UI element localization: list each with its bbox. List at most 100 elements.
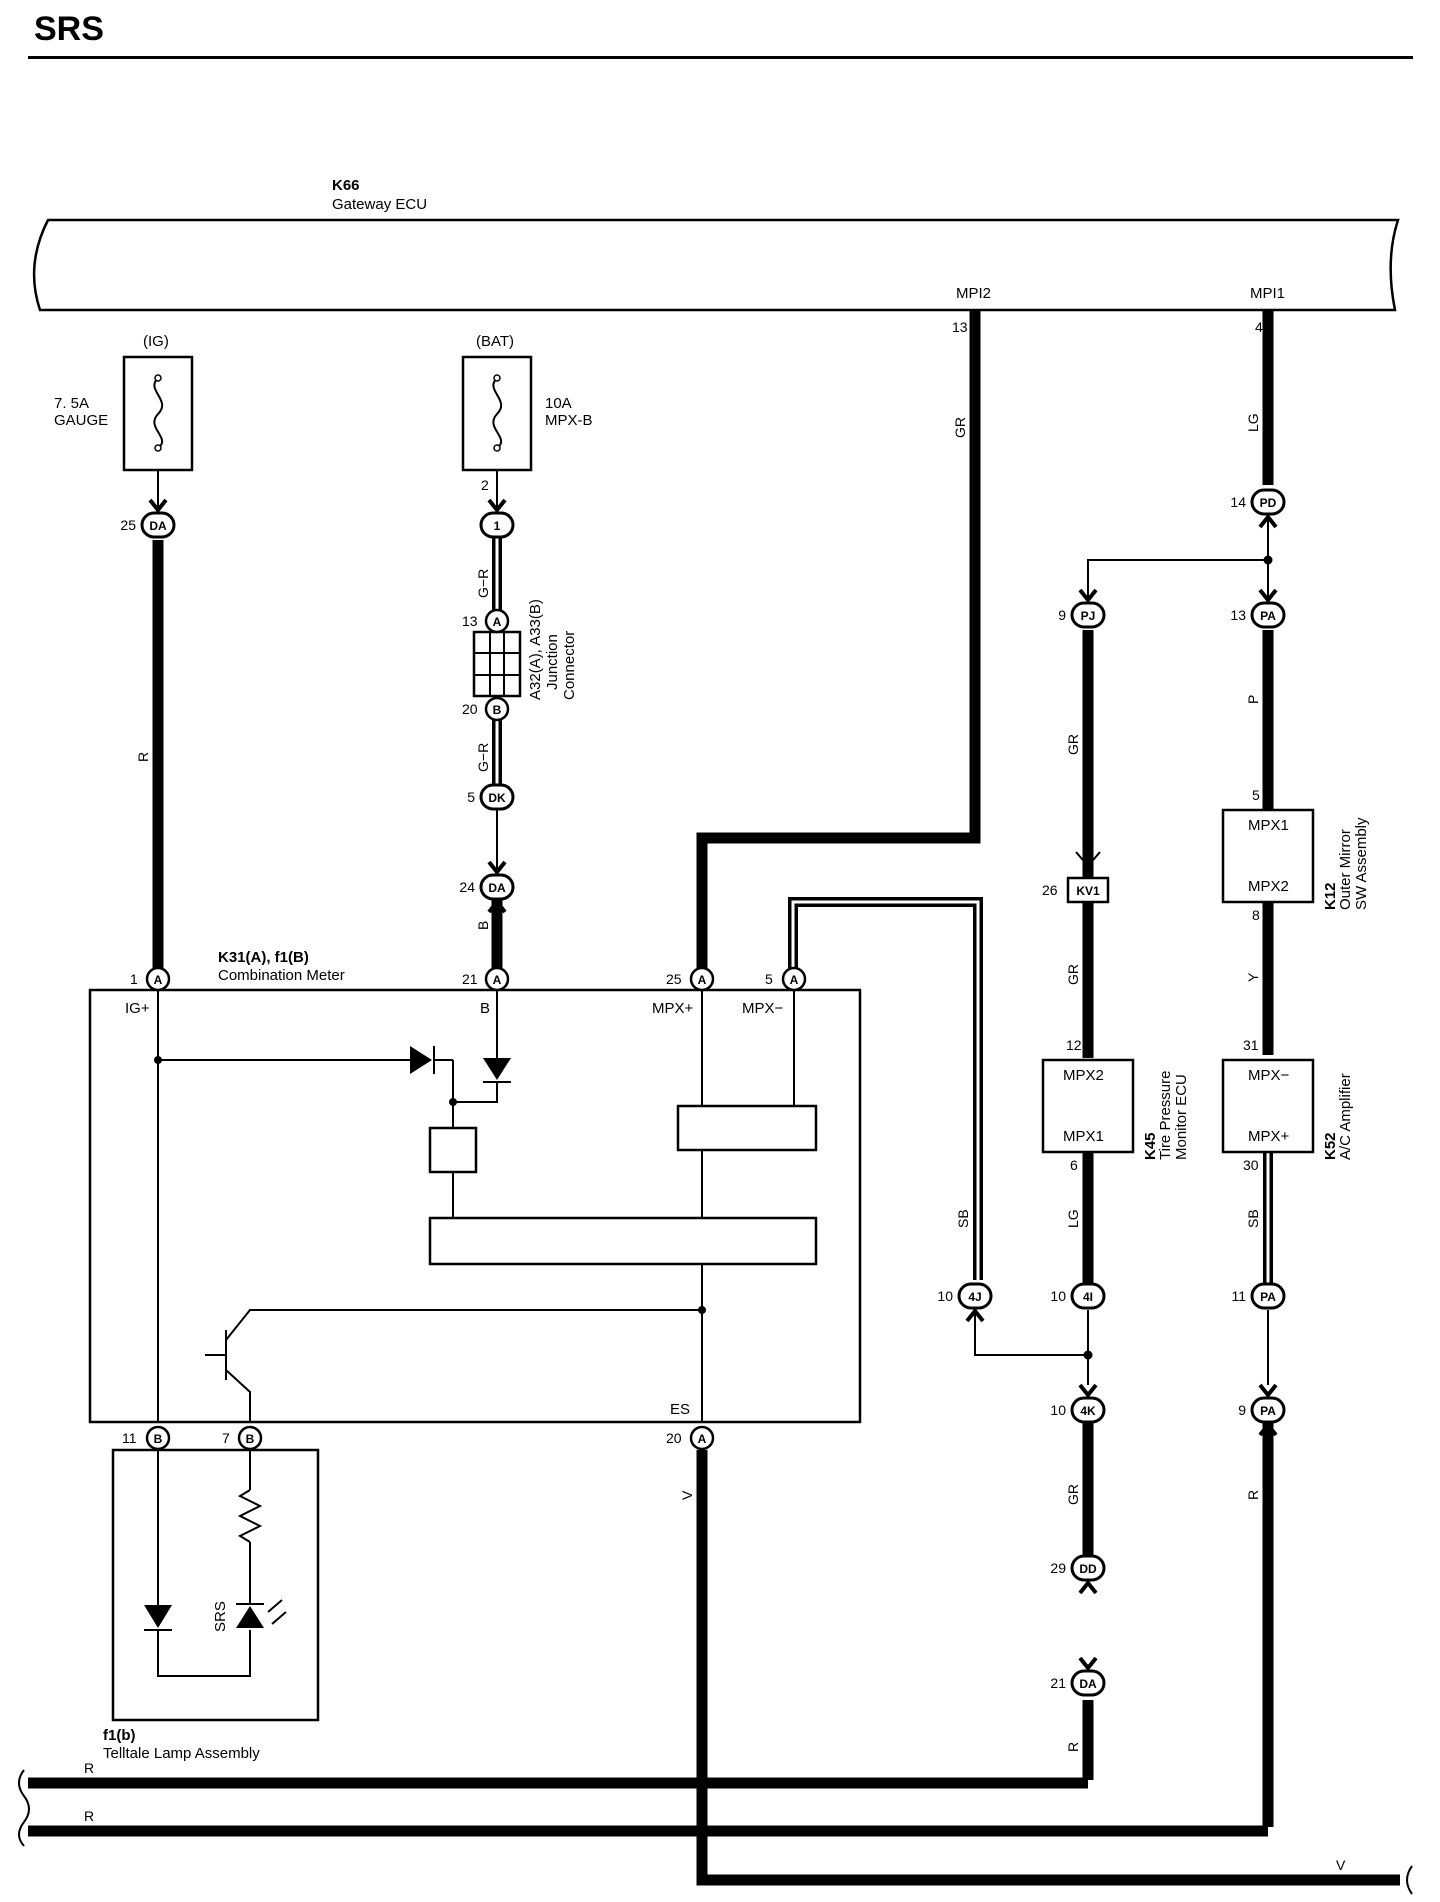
junction-connector: A32(A), A33(B) Junction Connector — [472, 599, 578, 700]
pin-badges: A 1 A 21 A 25 A 5 A 20 B 11 — [122, 608, 807, 1451]
connector-oval — [1250, 1396, 1286, 1424]
arrow-icon — [1258, 1383, 1278, 1399]
wire-pj: GR — [1065, 734, 1081, 755]
tpms-ecu: MPX2 MPX1 12 6 K45 Tire Pressure Monitor… — [1041, 1037, 1190, 1173]
connector-code: PA — [1260, 1290, 1276, 1304]
connector-oval — [479, 873, 515, 901]
pin-meter-ig: A 1 — [130, 966, 171, 992]
fuse-bat-supply: (BAT) — [476, 333, 514, 350]
gateway-pin-13: 13 — [952, 319, 968, 335]
wire-bat-b: B — [475, 921, 491, 930]
svg-text:A: A — [493, 973, 502, 987]
connector-oval — [1070, 1396, 1106, 1424]
ac-id: K52 — [1322, 1132, 1339, 1160]
fuse-bat-name: MPX-B — [545, 412, 593, 429]
mirror-term-bot: MPX2 — [1248, 878, 1289, 895]
meter-term-mpxp: MPX+ — [652, 1000, 694, 1017]
connector-pin: 5 — [467, 789, 475, 805]
connector-pin: 14 — [1230, 494, 1246, 510]
telltale-name: Telltale Lamp Assembly — [103, 1745, 260, 1762]
mirror-pin-top: 5 — [1252, 787, 1260, 803]
connector-code: DA — [488, 881, 506, 895]
connector-code: DA — [149, 519, 167, 533]
outer-mirror-sw: MPX1 MPX2 5 8 K12 Outer Mirror SW Assemb… — [1221, 787, 1370, 923]
gateway-pin-4: 4 — [1255, 319, 1263, 335]
mirror-term-top: MPX1 — [1248, 817, 1289, 834]
svg-text:21: 21 — [462, 971, 478, 987]
splice-point — [1263, 555, 1273, 565]
connector-pin: 13 — [1230, 607, 1246, 623]
meter-id: K31(A), f1(B) — [218, 949, 309, 966]
tpms-pin-bot: 6 — [1070, 1157, 1078, 1173]
connector-code: 1 — [494, 519, 501, 533]
ac-name: A/C Amplifier — [1337, 1073, 1354, 1160]
header-rule — [28, 56, 1413, 59]
connector-code: DA — [1079, 1677, 1097, 1691]
arrow-icon — [487, 860, 507, 876]
meter-term-es: ES — [670, 1401, 690, 1418]
fuse-ig: (IG) 7. 5A GAUGE — [54, 333, 194, 478]
wire-bus-r2: R — [84, 1808, 94, 1824]
pin-meter-es: A 20 — [666, 1425, 715, 1451]
connector-oval — [1250, 1282, 1286, 1310]
connector-pin: 21 — [1050, 1675, 1066, 1691]
wire-pa: P — [1245, 695, 1261, 704]
arrow-icon — [1258, 1421, 1278, 1437]
connector-code: 4I — [1083, 1290, 1093, 1304]
connector-oval — [479, 783, 515, 811]
ac-amplifier: MPX− MPX+ 31 30 K52 A/C Amplifier — [1221, 1037, 1354, 1173]
fuse-ig-name: GAUGE — [54, 412, 108, 429]
wire-mpi2: GR — [952, 417, 968, 438]
gateway-ecu-id: K66 — [332, 177, 360, 194]
svg-text:A: A — [698, 1432, 707, 1446]
svg-text:7: 7 — [222, 1430, 230, 1446]
connector-code: 4K — [1080, 1404, 1096, 1418]
connector-code: DD — [1079, 1562, 1097, 1576]
connector-pin: 11 — [1231, 1288, 1246, 1304]
svg-text:13: 13 — [462, 613, 478, 629]
telltale-lamp-assembly: f1(b) Telltale Lamp Assembly SRS — [103, 1448, 320, 1762]
wire-mpi1: LG — [1245, 413, 1261, 432]
connector-pin: 24 — [459, 879, 475, 895]
junction-name2: Connector — [561, 631, 578, 700]
kv1-pin: 26 — [1042, 882, 1058, 898]
wire-labels: GR LG R G−R G−R B GR P GR Y SB LG SB V G… — [84, 413, 1346, 1873]
fuse-bat: (BAT) 10A MPX-B 2 — [461, 333, 593, 493]
connector-c1: 1 — [479, 498, 515, 539]
connector-pj: PJ 9 — [1058, 588, 1106, 629]
connector-pin: 9 — [1058, 607, 1066, 623]
wire-ig: R — [135, 752, 151, 762]
wire-bus-r1: R — [84, 1760, 94, 1776]
tpms-term-top: MPX2 — [1063, 1067, 1104, 1084]
fuse-bat-pin: 2 — [481, 477, 489, 493]
meter-term-b: B — [480, 1000, 490, 1017]
connector-code: PJ — [1081, 609, 1096, 623]
gateway-mpi1-label: MPI1 — [1250, 285, 1285, 302]
connector-da21: DA 21 — [1050, 1656, 1106, 1697]
combination-meter: K31(A), f1(B) Combination Meter IG+ B MP… — [88, 949, 862, 1424]
arrow-icon — [1078, 1656, 1098, 1672]
connector-oval — [140, 511, 176, 539]
tpms-name1: Tire Pressure — [1157, 1071, 1174, 1160]
meter-term-ig: IG+ — [125, 1000, 150, 1017]
connector-oval — [1070, 1554, 1106, 1582]
fuse-ig-rating: 7. 5A — [54, 395, 89, 412]
meter-term-mpxm: MPX− — [742, 1000, 784, 1017]
svg-text:A: A — [790, 973, 799, 987]
pin-meter-mpxp: A 25 — [666, 966, 715, 992]
arrow-icon — [1258, 588, 1278, 604]
wire-bat-top: G−R — [475, 569, 491, 598]
connector-oval — [1070, 1669, 1106, 1697]
connector-code: DK — [488, 791, 506, 805]
kv1-code: KV1 — [1076, 884, 1100, 898]
wire-break-marks — [18, 1769, 1413, 1895]
connector-oval — [1070, 1282, 1106, 1310]
junction-id: A32(A), A33(B) — [527, 599, 544, 700]
telltale-id: f1(b) — [103, 1727, 136, 1744]
